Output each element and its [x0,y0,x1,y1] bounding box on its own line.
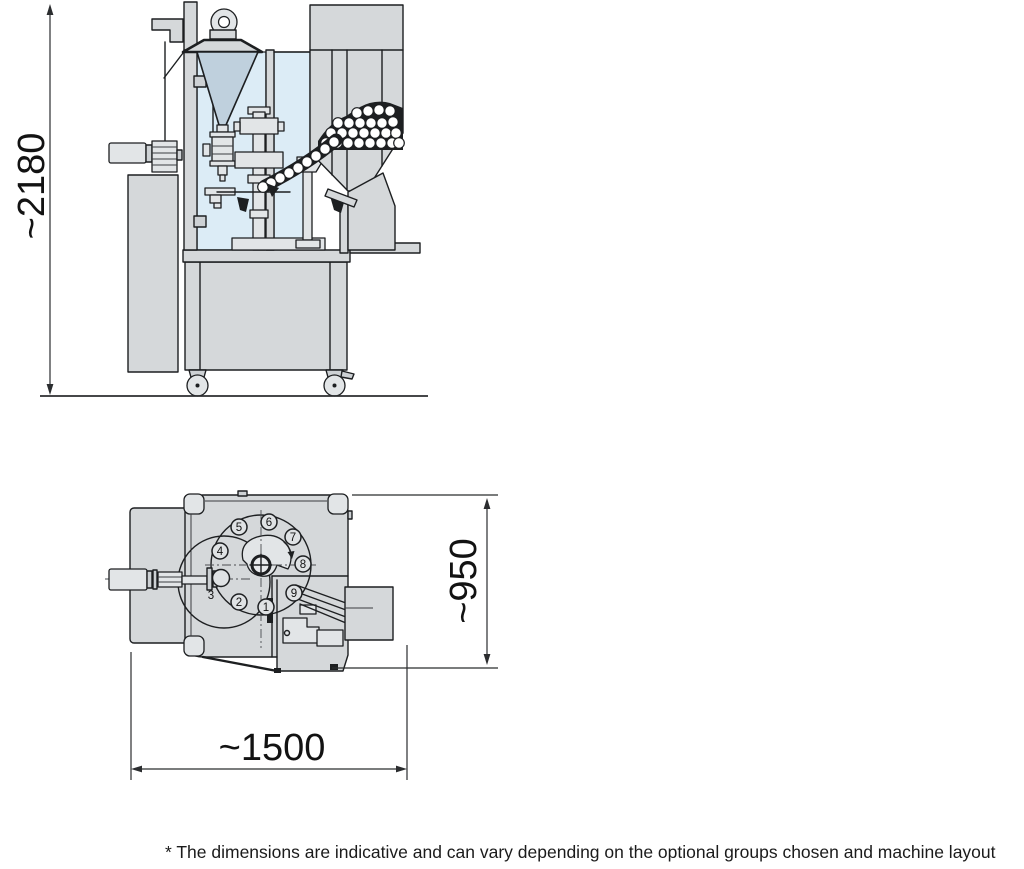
chute-guide [324,188,358,208]
filling-head-knob [202,143,211,157]
filling-nozzle [217,165,228,176]
support-column [151,1,198,144]
bin-lower-guard [347,172,396,251]
height-dimension-label: ~2180 [11,133,53,240]
drive-motor-side [108,140,183,173]
hopper-lid [181,38,264,54]
station-marker-2: 2 [230,593,248,611]
outfeed-conveyor [344,586,394,641]
corner-cap [183,493,205,515]
svg-text:4: 4 [217,546,224,558]
svg-text:9: 9 [291,588,297,600]
depth-dimension: ~950 [332,494,498,669]
svg-text:8: 8 [300,559,306,571]
svg-text:6: 6 [266,517,272,529]
caster-brake-lever [340,370,355,380]
station-marker-4: 4 [211,542,229,560]
station-label-3: 3 [208,590,214,602]
corner-cap [327,493,349,515]
svg-text:1: 1 [263,602,269,614]
station-marker-6: 6 [260,513,278,531]
svg-text:5: 5 [236,522,242,534]
svg-text:2: 2 [236,597,242,609]
rotary-turret [105,510,318,648]
corner-cap [183,635,205,657]
station-marker-7: 7 [284,528,302,546]
lever-left [237,197,249,212]
caster-wheels [186,369,355,397]
height-dimension: ~2180 [11,4,54,395]
side-elevation-view: ~2180 [11,1,428,397]
tube-escapement [266,183,279,197]
station-marker-8: 8 [294,555,312,573]
station-marker-9: 9 [285,584,303,602]
tube-feeder-bin [309,4,405,251]
station-marker-3: 3 [208,568,231,602]
width-dimension-label: ~1500 [219,727,326,769]
dimension-footnote: * The dimensions are indicative and can … [165,842,996,862]
door-hinge-lower [193,215,207,228]
depth-dimension-label: ~950 [443,538,485,624]
station-marker-1: 1 [257,598,275,616]
tube-chute [257,133,343,197]
filling-head [202,124,236,182]
station-markers: 1 2 3 4 5 6 7 8 9 [208,513,312,616]
right-support-post [302,164,313,241]
drive-motor-plan [108,567,218,591]
outfeed-belt [293,584,394,641]
svg-text:7: 7 [290,532,296,544]
width-dimension: ~1500 [130,645,408,780]
plan-top-view: 1 2 3 4 5 6 7 8 9 ~950 [105,490,498,780]
station-marker-5: 5 [230,518,248,536]
